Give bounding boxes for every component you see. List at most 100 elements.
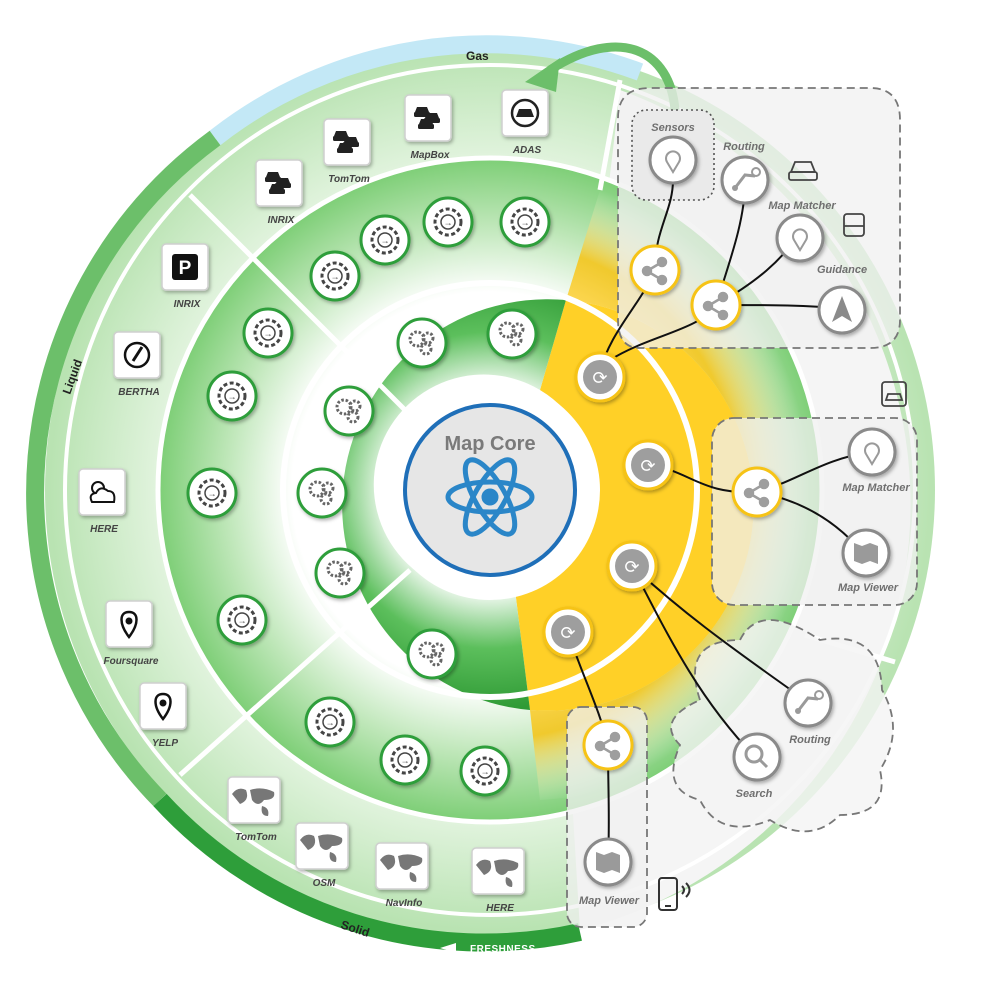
gear-arrow-icon: → — [208, 489, 217, 499]
car-front-icon — [510, 98, 540, 128]
gear-arrow-icon: → — [228, 392, 237, 402]
liquid-source-label-2: BERTHA — [118, 387, 159, 398]
solid-source-3[interactable]: NavInfo — [375, 842, 429, 909]
map-viewer-label-right: Map Viewer — [838, 582, 899, 594]
map-viewer-node-mobile[interactable] — [583, 837, 633, 887]
routing-node-top[interactable] — [720, 155, 770, 205]
freshness-arrow-icon — [440, 943, 456, 953]
cloud-panel — [670, 619, 894, 833]
sync-node-3[interactable]: ⟳ — [606, 540, 658, 592]
gear-arrow-icon: → — [444, 218, 453, 228]
gear-node-5[interactable]: → — [242, 307, 294, 359]
gas-source-label-3: MapBox — [411, 150, 450, 161]
gear-node-3[interactable]: → — [422, 196, 474, 248]
divider-lower — [178, 568, 412, 777]
liquid-source-4[interactable]: Foursquare — [103, 600, 159, 667]
traffic-cars-icon — [265, 172, 291, 194]
routing-label-cloud: Routing — [789, 734, 831, 746]
inner-cog-nodes — [296, 308, 538, 680]
solid-source-label-3: NavInfo — [386, 898, 423, 909]
gas-source-1[interactable]: INRIX — [255, 159, 303, 226]
liquid-source-label-1: INRIX — [174, 299, 202, 310]
solid-source-label-2: OSM — [313, 878, 336, 889]
guidance-label: Guidance — [817, 264, 867, 276]
gas-label: Gas — [466, 49, 489, 63]
gear-arrow-icon: → — [331, 272, 340, 282]
map-viewer-node-right[interactable] — [841, 528, 891, 578]
source-tiles: INRIX TomTom MapBox ADAS P INRIX BERTHA HERE Fou… — [78, 89, 549, 914]
sync-node-2[interactable]: ⟳ — [622, 439, 674, 491]
share-node-4[interactable] — [582, 719, 634, 771]
share-node-2[interactable] — [690, 279, 742, 331]
world-map-icon — [300, 834, 343, 862]
map-matcher-label-top: Map Matcher — [768, 200, 836, 212]
search-node[interactable] — [732, 732, 782, 782]
search-label: Search — [736, 788, 773, 800]
sync-node-1[interactable]: ⟳ — [574, 351, 626, 403]
solid-band — [153, 793, 582, 952]
map-matcher-node-right[interactable] — [847, 427, 897, 477]
svg-text:⟳: ⟳ — [624, 557, 639, 577]
solid-source-2[interactable]: OSM — [295, 822, 349, 889]
freshness-label: FRESHNESS — [470, 944, 536, 955]
cog-node-6[interactable] — [406, 628, 458, 680]
svg-text:⟳: ⟳ — [640, 456, 655, 476]
gear-node-9[interactable]: → — [304, 696, 356, 748]
gear-arrow-icon: → — [521, 218, 530, 228]
gear-node-1[interactable]: → — [309, 250, 361, 302]
gear-node-2[interactable]: → — [359, 214, 411, 266]
world-map-icon — [380, 854, 423, 882]
sensors-node[interactable] — [648, 135, 698, 185]
world-map-icon — [476, 859, 519, 887]
sensors-label: Sensors — [651, 122, 694, 134]
gear-arrow-icon: → — [238, 616, 247, 626]
gear-arrow-icon: → — [401, 756, 410, 766]
share-node-1[interactable] — [629, 244, 681, 296]
divider-top — [597, 79, 623, 191]
liquid-source-1[interactable]: P INRIX — [161, 243, 209, 310]
gas-source-label-2: TomTom — [328, 174, 370, 185]
gear-node-8[interactable]: → — [216, 594, 268, 646]
guidance-node[interactable] — [817, 285, 867, 335]
cog-node-3[interactable] — [323, 385, 375, 437]
sync-node-4[interactable]: ⟳ — [542, 606, 594, 658]
gear-node-6[interactable]: → — [206, 370, 258, 422]
electric-car-icon — [881, 381, 907, 407]
gas-source-4[interactable]: ADAS — [501, 89, 549, 156]
svg-text:⟳: ⟳ — [560, 623, 575, 643]
map-matcher-label-right: Map Matcher — [842, 482, 910, 494]
gas-source-2[interactable]: TomTom — [323, 118, 371, 185]
cog-node-1[interactable] — [396, 317, 448, 369]
fuel-icon — [123, 341, 151, 369]
map-matcher-node-top[interactable] — [775, 213, 825, 263]
liquid-source-3[interactable]: HERE — [78, 468, 126, 535]
solid-source-4[interactable]: HERE — [471, 847, 525, 914]
solid-source-label-4: HERE — [486, 903, 514, 914]
gear-arrow-icon: → — [326, 718, 335, 728]
svg-text:⟳: ⟳ — [592, 368, 607, 388]
cog-node-4[interactable] — [296, 467, 348, 519]
gas-source-3[interactable]: MapBox — [404, 94, 452, 161]
cog-node-5[interactable] — [314, 547, 366, 599]
parking-icon: P — [172, 254, 198, 280]
share-node-3[interactable] — [731, 466, 783, 518]
atom-icon — [445, 457, 535, 537]
routing-label-top: Routing — [723, 141, 765, 153]
routing-node-cloud[interactable] — [783, 678, 833, 728]
world-map-icon — [232, 788, 275, 816]
liquid-source-2[interactable]: BERTHA — [113, 331, 161, 398]
liquid-source-5[interactable]: YELP — [139, 682, 187, 749]
gear-arrow-icon: → — [481, 767, 490, 777]
divider-upper — [188, 193, 412, 417]
gear-node-11[interactable]: → — [459, 745, 511, 797]
gear-node-4[interactable]: → — [499, 196, 551, 248]
cog-node-2[interactable] — [486, 308, 538, 360]
map-viewer-label-mobile: Map Viewer — [579, 895, 640, 907]
gear-node-7[interactable]: → — [186, 467, 238, 519]
solid-source-1[interactable]: TomTom — [227, 776, 281, 843]
location-pin-icon — [154, 692, 172, 722]
gear-node-10[interactable]: → — [379, 734, 431, 786]
smartphone-icon — [658, 877, 691, 911]
weather-icon — [89, 481, 116, 503]
